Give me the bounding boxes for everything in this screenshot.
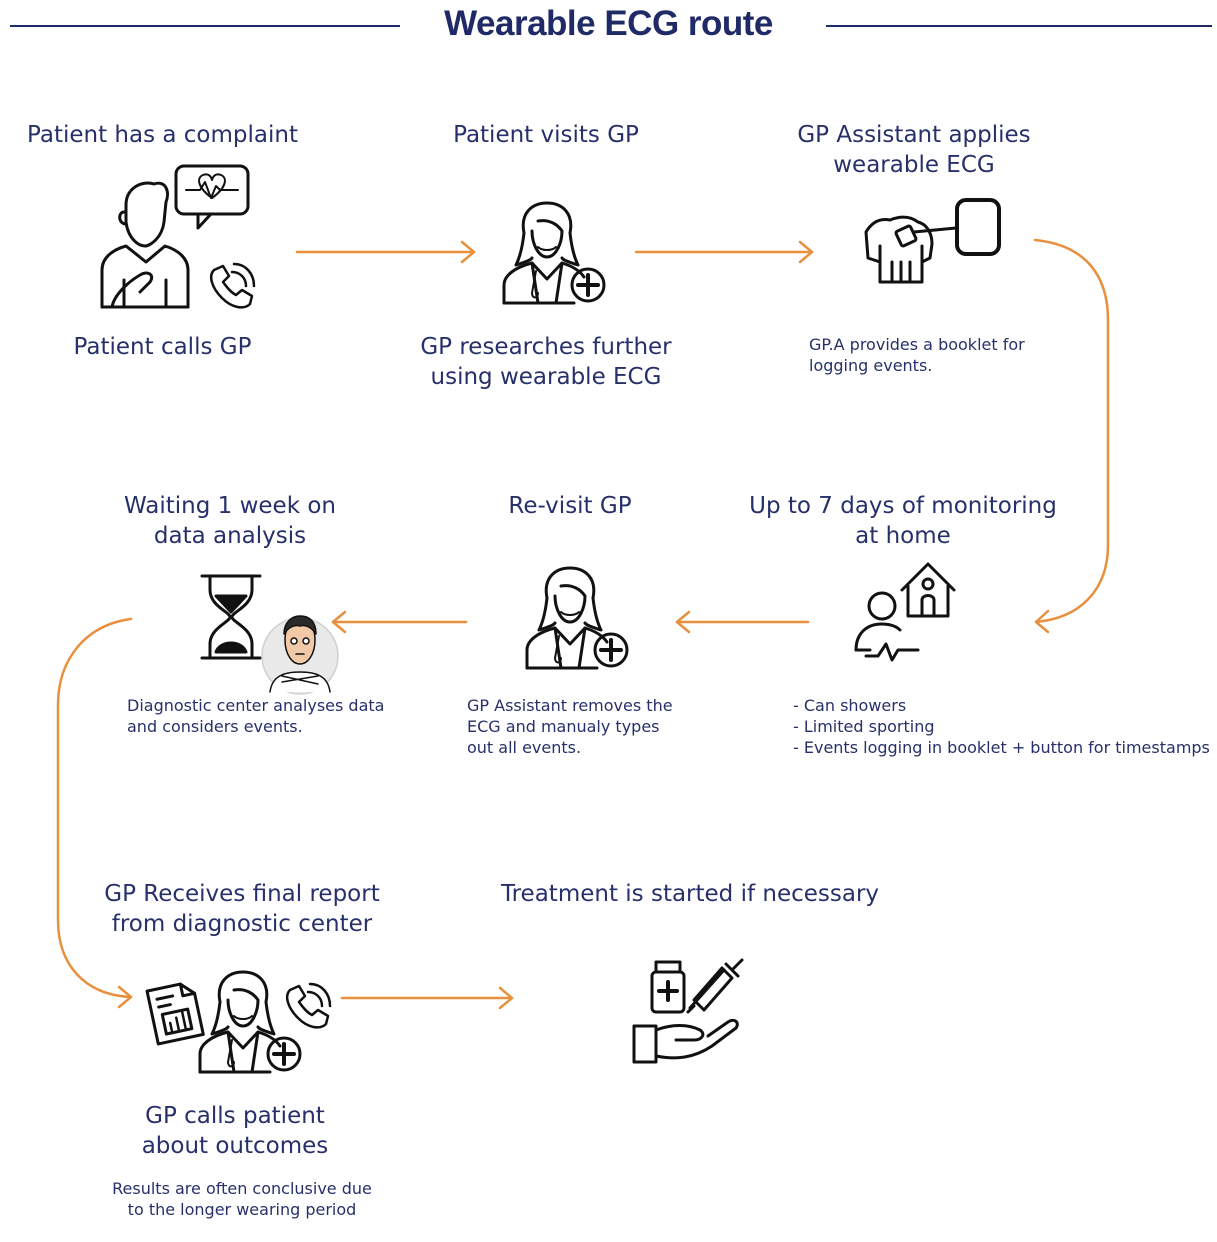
step-report-title: GP Receives final report from diagnostic… xyxy=(104,881,380,937)
step-complaint-title: Patient has a complaint xyxy=(27,122,298,148)
doctor-icon-report xyxy=(198,970,302,1074)
page-title: Wearable ECG route xyxy=(444,4,773,43)
step-monitoring-title: Up to 7 days of monitoring at home xyxy=(749,493,1057,549)
arrow-waiting-to-report xyxy=(56,617,133,1009)
step-waiting-title: Waiting 1 week on data analysis xyxy=(124,493,336,549)
report-icon xyxy=(145,982,205,1046)
heart-rate-bubble-icon xyxy=(174,164,250,230)
arrow-revisit-to-waiting xyxy=(331,610,468,634)
connector-arrows xyxy=(56,238,1110,1010)
arrow-complaint-to-visit xyxy=(295,240,476,264)
step-visit-subtitle: GP researches further using wearable ECG xyxy=(420,334,672,390)
doctor-icon-revisit xyxy=(525,566,629,670)
step-treatment-title: Treatment is started if necessary xyxy=(500,881,880,907)
analyst-avatar xyxy=(261,615,339,695)
doctor-icon xyxy=(502,201,606,305)
step-monitoring-notes: - Can showers - Limited sporting - Event… xyxy=(793,696,1210,757)
phone-icon xyxy=(210,262,256,309)
step-complaint-subtitle: Patient calls GP xyxy=(73,334,252,360)
step-apply-title: GP Assistant applies wearable ECG xyxy=(797,122,1031,178)
title-rule-left xyxy=(10,25,400,27)
step-revisit-note: GP Assistant removes the ECG and manualy… xyxy=(467,696,673,757)
step-report-note: Results are often conclusive due to the … xyxy=(112,1179,372,1219)
house-monitoring-icon xyxy=(854,562,956,662)
step-report-subtitle: GP calls patient about outcomes xyxy=(141,1103,329,1159)
patient-icon xyxy=(100,181,190,309)
arrow-monitoring-to-revisit xyxy=(675,610,810,634)
title-rule-right xyxy=(826,25,1212,27)
arrow-apply-to-monitoring xyxy=(1033,238,1110,634)
ecg-device-icon xyxy=(864,198,1001,284)
step-visit-title: Patient visits GP xyxy=(453,122,639,148)
step-revisit-title: Re-visit GP xyxy=(508,493,632,519)
hourglass-icon xyxy=(200,574,262,660)
arrow-visit-to-apply xyxy=(634,240,814,264)
step-waiting-note: Diagnostic center analyses data and cons… xyxy=(127,696,385,736)
arrow-report-to-treatment xyxy=(340,986,514,1010)
medicine-hand-icon xyxy=(632,958,744,1064)
step-apply-note: GP.A provides a booklet for logging even… xyxy=(809,335,1025,375)
phone-icon-report xyxy=(286,982,332,1029)
